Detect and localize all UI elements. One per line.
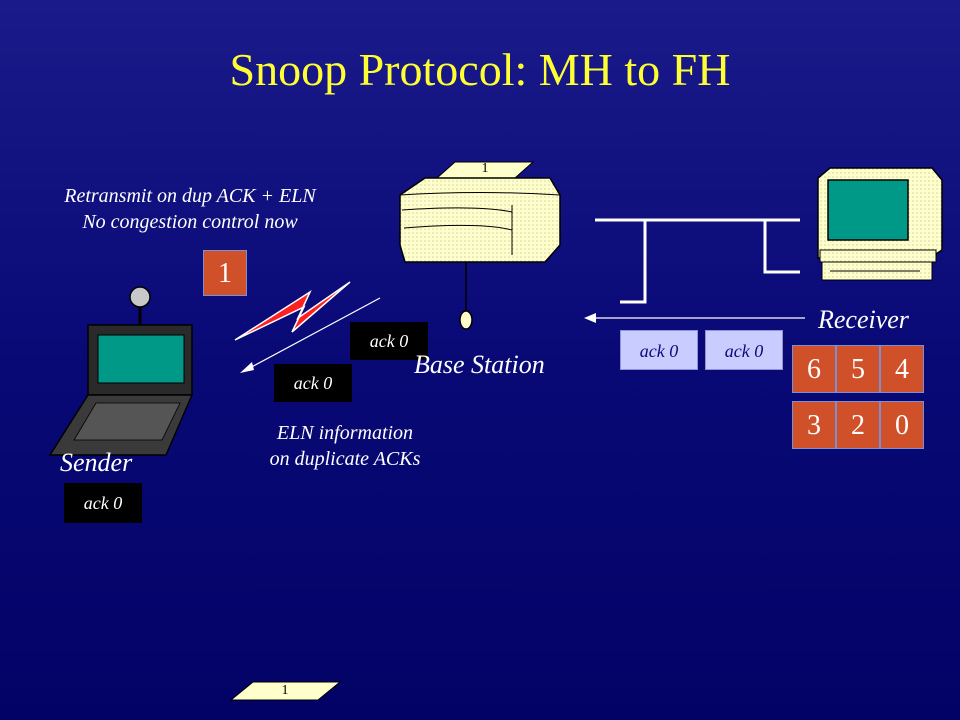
ack-arrow-wired	[584, 313, 805, 323]
ack-arrow-wireless	[240, 297, 381, 373]
receiver-packet: 5	[836, 345, 880, 393]
retransmit-note-line2: No congestion control now	[82, 211, 298, 233]
sender-label: Sender	[60, 448, 133, 477]
page-title: Snoop Protocol: MH to FH	[229, 44, 731, 95]
sender-buffer-packet: 1	[203, 250, 247, 296]
retransmit-note-line1: Retransmit on dup ACK + ELN	[64, 185, 316, 207]
slide-number-top: 1	[481, 161, 489, 176]
slide-number-bottom: 1	[281, 683, 289, 698]
wireless-ack-upper: ack 0	[350, 322, 428, 360]
base-station-icon	[399, 177, 561, 330]
receiver-computer-icon	[817, 167, 943, 281]
receiver-label: Receiver	[818, 305, 909, 334]
base-station-label: Base Station	[414, 350, 545, 379]
receiver-packet: 2	[836, 401, 880, 449]
wired-network-lines	[595, 218, 800, 304]
wireless-ack-lower: ack 0	[274, 364, 352, 402]
receiver-packet: 0	[880, 401, 924, 449]
receiver-packet: 4	[880, 345, 924, 393]
sender-ack: ack 0	[64, 483, 142, 523]
receiver-packet: 6	[792, 345, 836, 393]
wired-ack-2: ack 0	[705, 330, 783, 370]
wireless-link-icon	[234, 281, 351, 341]
receiver-packet: 3	[792, 401, 836, 449]
slide-number-tab-bottom	[229, 681, 342, 701]
eln-note: ELN information on duplicate ACKs	[230, 420, 460, 472]
eln-note-line1: ELN information	[276, 422, 414, 444]
sender-laptop-icon	[48, 286, 194, 456]
wired-ack-1: ack 0	[620, 330, 698, 370]
receiver-buffer: 6 5 4 3 2 0	[792, 345, 924, 449]
retransmit-note: Retransmit on dup ACK + ELN No congestio…	[10, 183, 370, 235]
eln-note-line2: on duplicate ACKs	[269, 448, 421, 470]
